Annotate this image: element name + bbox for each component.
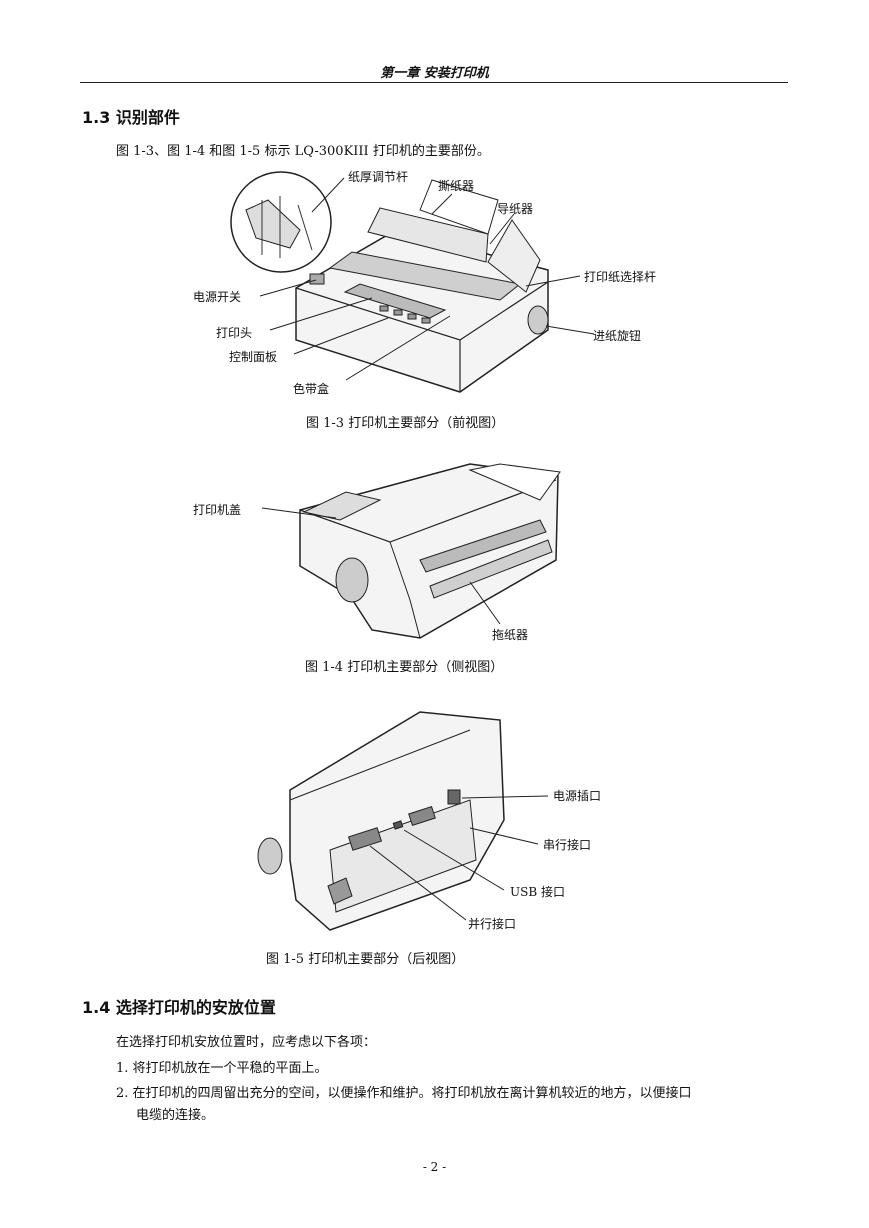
label-control-panel: 控制面板 (229, 350, 278, 364)
list-item-text: 将打印机放在一个平稳的平面上。 (132, 1061, 328, 1076)
printer-side-illustration (261, 463, 561, 639)
section-heading-1-4: 1.4 选择打印机的安放位置 (82, 998, 276, 1017)
list-item-number: 2. (116, 1086, 129, 1101)
label-parallel-port: 并行接口 (468, 917, 517, 931)
label-serial-port: 串行接口 (543, 838, 592, 852)
label-paper-select-lever: 打印纸选择杆 (584, 270, 657, 284)
list-item: 2. 在打印机的四周留出充分的空间，以便操作和维护。将打印机放在离计算机较近的地… (116, 1082, 796, 1101)
printer-front-illustration (230, 171, 595, 393)
running-head: 第一章 安装打印机 (380, 66, 489, 81)
label-power-switch: 电源开关 (193, 290, 242, 304)
figure-1-5: 电源插口 串行接口 USB 接口 并行接口 图 1-5 打印机主要部分（后视图） (257, 711, 602, 967)
label-tear-off: 撕纸器 (438, 179, 475, 193)
page-number: - 2 - (422, 1160, 447, 1174)
label-print-head: 打印头 (216, 326, 253, 340)
header-rule (80, 82, 788, 83)
label-paper-feed-knob: 进纸旋钮 (593, 329, 642, 343)
figure-1-4: 打印机盖 拖纸器 图 1-4 打印机主要部分（侧视图） (193, 463, 561, 675)
figure-1-3: 纸厚调节杆 撕纸器 导纸器 打印纸选择杆 电源开关 打印头 控制面板 色带盒 进… (0, 0, 869, 440)
section-heading-1-3: 1.3 识别部件 (82, 108, 180, 127)
list-item-number: 1. (116, 1061, 129, 1076)
section-intro-1-4: 在选择打印机安放位置时，应考虑以下各项： (116, 1035, 377, 1050)
label-tractor: 拖纸器 (492, 628, 529, 642)
label-power-inlet: 电源插口 (553, 789, 602, 803)
section-intro-1-3: 图 1-3、图 1-4 和图 1-5 标示 LQ-300KIII 打印机的主要部… (116, 144, 490, 159)
label-printer-cover: 打印机盖 (193, 503, 242, 517)
list-item: 1. 将打印机放在一个平稳的平面上。 (116, 1057, 328, 1076)
label-paper-thickness-lever: 纸厚调节杆 (348, 170, 409, 184)
label-paper-guide: 导纸器 (497, 202, 534, 216)
figure-caption-1-5: 图 1-5 打印机主要部分（后视图） (266, 952, 465, 967)
figure-caption-1-3: 图 1-3 打印机主要部分（前视图） (306, 416, 505, 431)
label-ribbon-cartridge: 色带盒 (293, 382, 330, 396)
figure-caption-1-4: 图 1-4 打印机主要部分（侧视图） (305, 660, 504, 675)
list-item-text: 在打印机的四周留出充分的空间，以便操作和维护。将打印机放在离计算机较近的地方，以… (132, 1086, 692, 1101)
list-item-continuation: 电缆的连接。 (136, 1108, 215, 1123)
label-usb-port: USB 接口 (510, 885, 565, 899)
printer-back-illustration (257, 711, 549, 931)
